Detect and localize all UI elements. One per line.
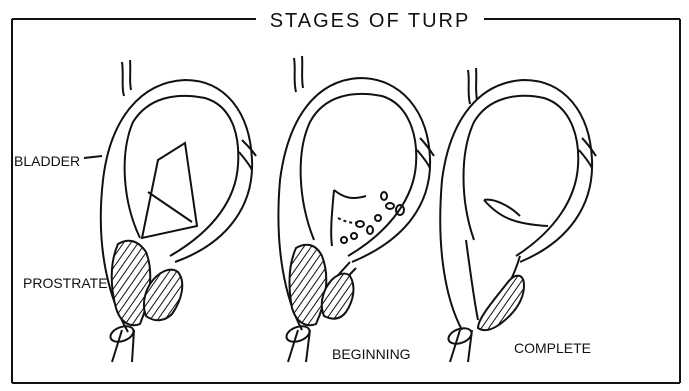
- complete-label: COMPLETE: [514, 340, 591, 356]
- prostate-capsule-remnant: [478, 276, 524, 330]
- prostate-label: PROSTRATE: [23, 275, 108, 291]
- prostate-tissue-initial: [112, 241, 183, 325]
- diagram-frame: [12, 19, 680, 383]
- bladder-leader-line: [84, 156, 102, 158]
- bladder-label: BLADDER: [14, 153, 80, 169]
- prostate-tissue-beginning: [289, 245, 353, 325]
- bladder-stage-complete: [440, 68, 596, 362]
- diagram-title: STAGES OF TURP: [270, 10, 471, 32]
- beginning-label: BEGINNING: [332, 346, 411, 362]
